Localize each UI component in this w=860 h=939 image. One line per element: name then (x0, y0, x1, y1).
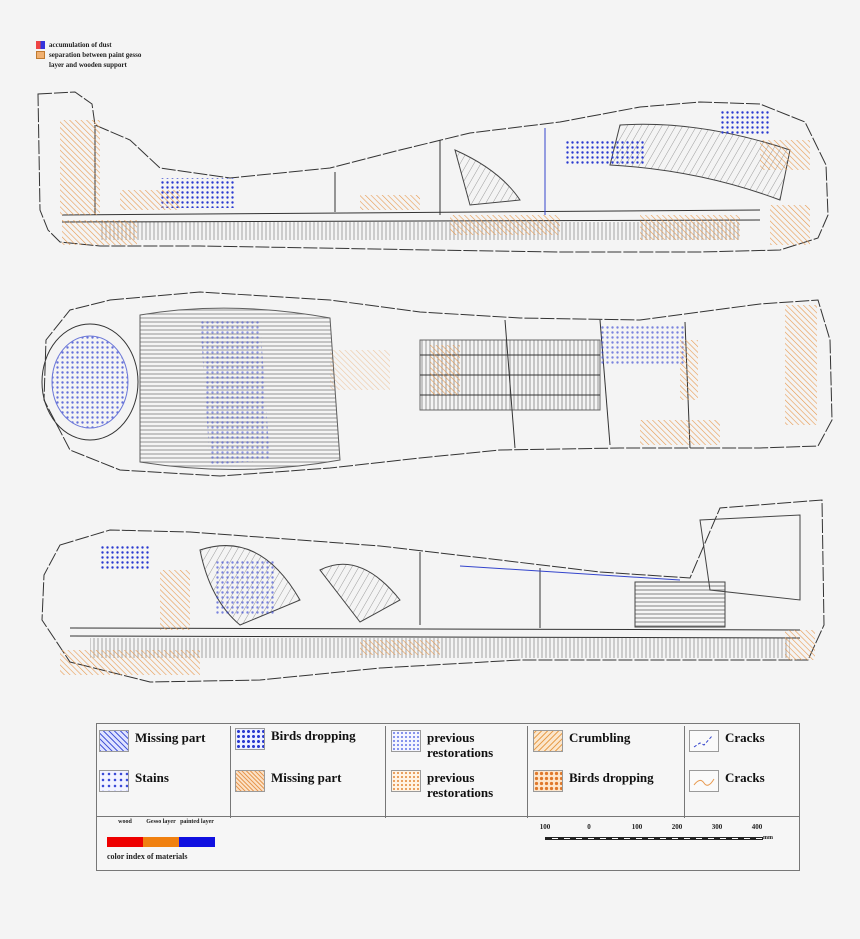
legend-divider (527, 726, 528, 818)
top-legend-row: separation between paint gesso (36, 50, 141, 59)
top-legend-label: separation between paint gesso (49, 50, 142, 59)
scale-tick: 400 (751, 823, 763, 831)
top-legend-label: accumulation of dust (49, 40, 112, 49)
legend-label: Missing part (271, 770, 342, 785)
legend-item: Birds dropping (235, 728, 356, 750)
legend-item: Stains (99, 770, 169, 792)
legend-box: Missing part Birds dropping previous res… (96, 723, 800, 871)
legend-item: Cracks (689, 770, 765, 792)
legend-item: Cracks (689, 730, 765, 752)
scale-tick: 200 (671, 823, 683, 831)
top-legend-row: accumulation of dust (36, 40, 141, 49)
legend-item: Crumbling (533, 730, 630, 752)
coffin-side-view-top (37, 91, 829, 253)
legend-item: Missing part (235, 770, 341, 792)
legend-label: Cracks (725, 730, 765, 745)
gesso-color (143, 837, 179, 847)
cracks-orange-swatch (689, 770, 719, 792)
scale-tick: 100 (539, 823, 551, 831)
legend-item: Missing part (99, 730, 205, 752)
legend-divider (230, 726, 231, 818)
legend-label: Birds dropping (271, 728, 356, 743)
legend-label: Cracks (725, 770, 765, 785)
scale-tick: 300 (711, 823, 723, 831)
previous-restorations-blue-swatch (391, 730, 421, 752)
legend-item: previous restorations (391, 730, 517, 760)
legend-label: previous restorations (427, 770, 494, 800)
wood-color (107, 837, 143, 847)
cracks-blue-swatch (689, 730, 719, 752)
color-index-label: Gesso layer (146, 819, 176, 825)
legend-item: previous restorations (391, 770, 517, 800)
coffin-drawings (37, 91, 833, 683)
scale-bar: 100 0 100 200 300 400 mm (539, 823, 773, 853)
color-index-labels: wood Gesso layer painted layer (107, 819, 215, 825)
missing-part-blue-swatch (99, 730, 129, 752)
painted-color (179, 837, 215, 847)
legend-label: Missing part (135, 730, 206, 745)
scale-unit: mm (763, 835, 773, 841)
crumbling-swatch (533, 730, 563, 752)
top-legend-label: layer and wooden support (49, 60, 127, 69)
legend-divider (684, 726, 685, 818)
top-legend: accumulation of dust separation between … (36, 40, 141, 70)
dust-swatch (36, 40, 45, 49)
scale-tick: 0 (587, 823, 591, 831)
legend-label: Crumbling (569, 730, 631, 745)
legend-divider (385, 726, 386, 818)
scale-tick: 100 (631, 823, 643, 831)
color-index-bar (107, 837, 215, 847)
legend-label: previous restorations (427, 730, 494, 760)
coffin-top-view (41, 291, 833, 477)
missing-part-orange-swatch (235, 770, 265, 792)
legend-hline (97, 816, 799, 817)
stains-swatch (99, 770, 129, 792)
scale-bar-graphic (545, 837, 763, 840)
birds-dropping-blue-swatch (235, 728, 265, 750)
color-index-title: color index of materials (107, 852, 188, 861)
coffin-side-view-bottom (41, 499, 825, 683)
legend-label: Birds dropping (569, 770, 654, 785)
birds-dropping-orange-swatch (533, 770, 563, 792)
top-legend-row: layer and wooden support (36, 60, 141, 69)
color-index-label: painted layer (180, 819, 214, 825)
separation-swatch (36, 50, 45, 59)
legend-item: Birds dropping (533, 770, 654, 792)
color-index-label: wood (118, 819, 132, 825)
legend-label: Stains (135, 770, 169, 785)
previous-restorations-orange-swatch (391, 770, 421, 792)
